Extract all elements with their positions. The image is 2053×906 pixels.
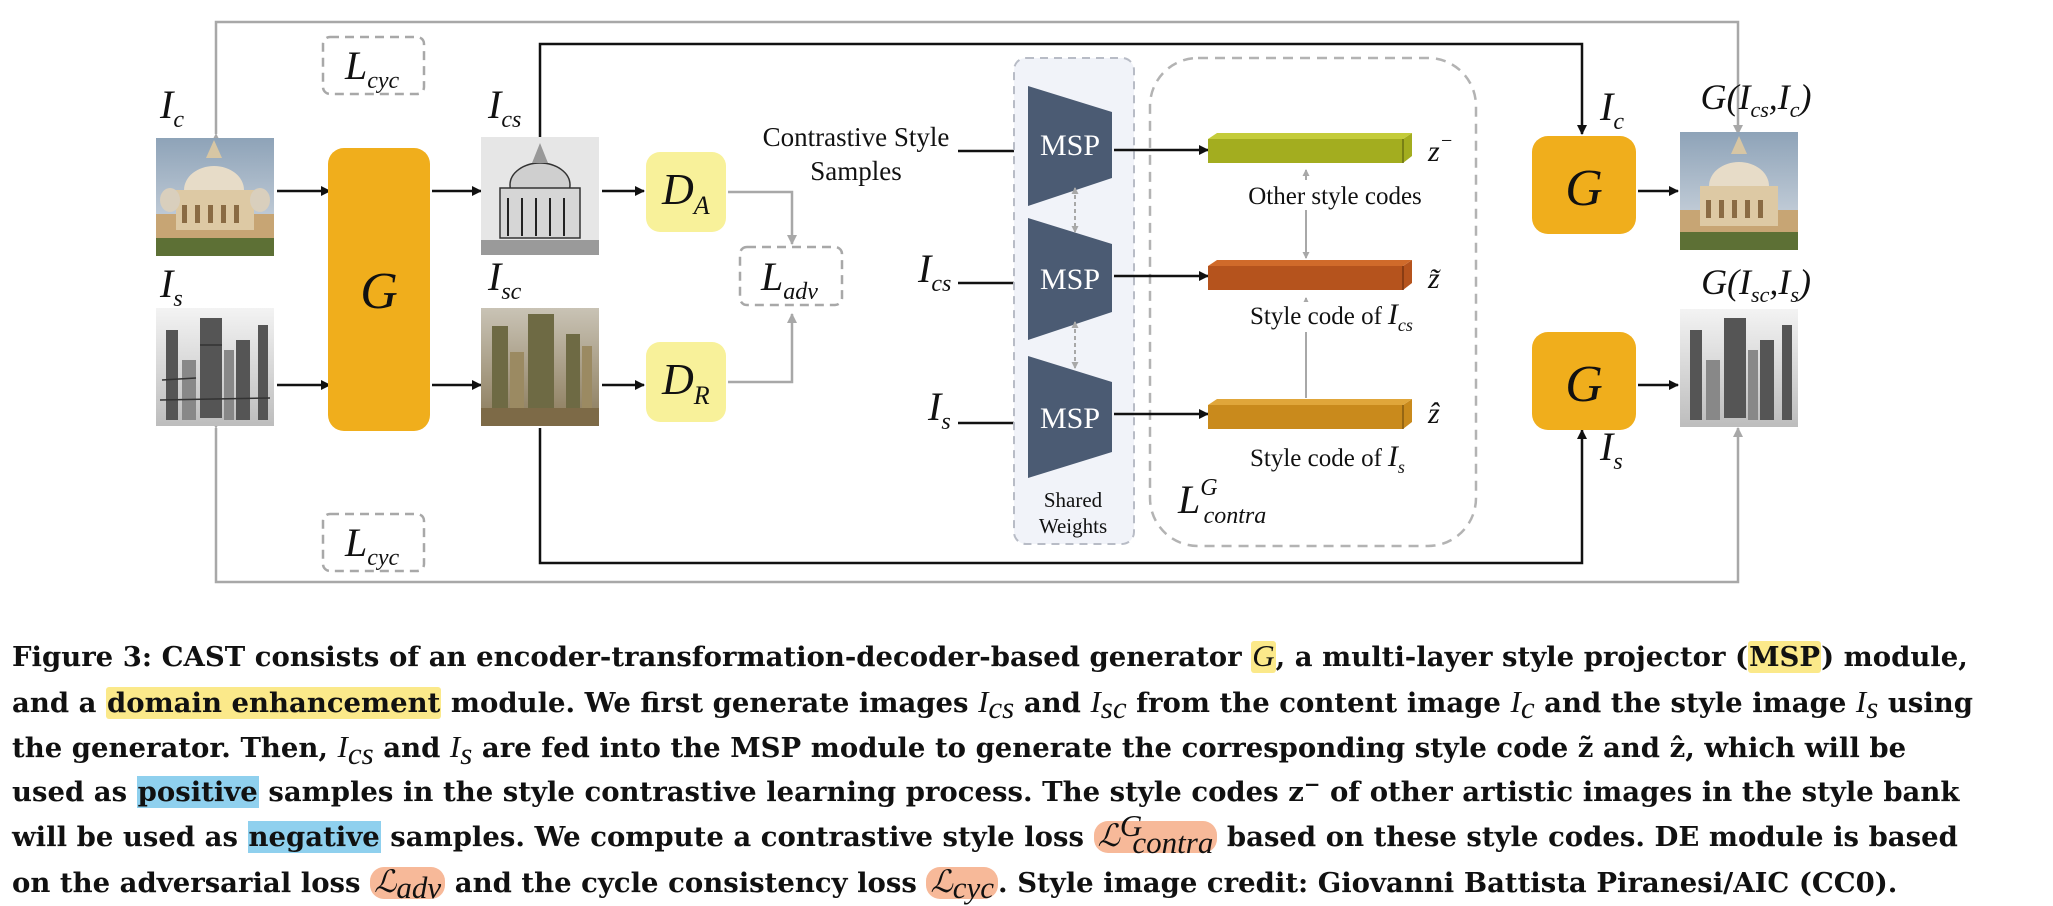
msp-ics-label: Ics xyxy=(917,246,951,297)
caption-line-4: used as positive samples in the style co… xyxy=(12,771,1960,808)
output-top-label: G(Ics,Ic) xyxy=(1700,77,1811,122)
l-contra-letter: L xyxy=(1177,477,1200,522)
cast-architecture-diagram: Lcyc Lcyc Ic Is G Ics Isc xyxy=(156,20,1812,584)
shared-weights-line2: Weights xyxy=(1039,514,1107,538)
svg-text:Lcyc: Lcyc xyxy=(344,520,400,571)
is-style-code-bar xyxy=(1208,399,1412,429)
right-ic-label: Ic xyxy=(1599,84,1624,135)
msp-block-1: MSP xyxy=(1028,86,1112,206)
ics-label: Ics xyxy=(487,82,521,133)
generator-block: G xyxy=(328,148,430,431)
isc-image xyxy=(481,308,599,426)
l-cyc-bottom-letter: L xyxy=(344,520,367,565)
highlight-domain-enhancement: domain enhancement xyxy=(106,686,442,719)
content-image xyxy=(156,138,274,256)
l-contra-superscript: G xyxy=(1200,475,1217,501)
generator-block-top: G xyxy=(1532,136,1636,234)
isc-label: Isc xyxy=(487,254,522,305)
bypass-loop-lines xyxy=(538,42,1587,565)
other-style-code-bar xyxy=(1208,133,1412,163)
l-cyc-bottom-box: Lcyc xyxy=(321,512,426,573)
highlight-positive: positive xyxy=(136,775,259,808)
da-subscript: A xyxy=(692,191,710,220)
highlight-generator: G xyxy=(1251,638,1276,673)
msp-block-2: MSP xyxy=(1028,218,1112,340)
cycle-loop-lines xyxy=(211,20,1743,584)
svg-text:DA: DA xyxy=(661,165,710,220)
l-cyc-top-box: Lcyc xyxy=(321,35,426,96)
z-tilde-symbol: z̃ xyxy=(1427,262,1441,295)
input-style-label: Is xyxy=(159,261,183,312)
generator-block-bottom: G xyxy=(1532,332,1636,430)
dr-letter: D xyxy=(661,355,694,404)
svg-text:DR: DR xyxy=(661,355,710,410)
svg-text:MSP: MSP xyxy=(1040,129,1100,162)
svg-text:Ladv: Ladv xyxy=(760,254,818,305)
shared-weights-line1: Shared xyxy=(1044,488,1103,512)
input-content-label: Ic xyxy=(159,82,184,133)
ics-style-code-bar xyxy=(1208,260,1412,290)
svg-text:Lcyc: Lcyc xyxy=(344,43,400,94)
other-style-codes-label: Other style codes xyxy=(1248,183,1422,210)
l-cyc-top-letter: L xyxy=(344,43,367,88)
highlight-l-contra: ℒGcontra xyxy=(1093,810,1218,858)
da-letter: D xyxy=(661,165,694,214)
msp-is-label: Is xyxy=(927,384,951,435)
discriminator-a-block: DA xyxy=(646,152,726,232)
msp-block-3: MSP xyxy=(1028,356,1112,478)
z-minus-symbol: z− xyxy=(1427,130,1453,168)
highlight-l-cyc: ℒcyc xyxy=(926,864,999,903)
ics-image xyxy=(481,137,599,255)
svg-text:G: G xyxy=(1565,356,1603,413)
right-is-label: Is xyxy=(1599,424,1623,475)
generator-label: G xyxy=(360,263,398,320)
output-content-image xyxy=(1680,132,1798,250)
highlight-negative: negative xyxy=(247,821,381,854)
l-contra-subscript: contra xyxy=(1204,503,1267,529)
contrastive-samples-line2: Samples xyxy=(810,156,902,186)
l-adv-letter: L xyxy=(760,254,783,299)
caption-line-2: and a domain enhancement module. We firs… xyxy=(12,683,1974,726)
discriminator-r-block: DR xyxy=(646,342,726,422)
caption-line-6: on the adversarial loss ℒadv and the cyc… xyxy=(12,863,1898,906)
figure-caption: Figure 3: CAST consists of an encoder-tr… xyxy=(12,634,2042,906)
output-bottom-label: G(Isc,Is) xyxy=(1701,262,1811,307)
l-cyc-bottom-subscript: cyc xyxy=(367,545,399,571)
output-style-image xyxy=(1680,309,1798,427)
highlight-msp: MSP xyxy=(1748,641,1822,673)
l-cyc-top-subscript: cyc xyxy=(367,68,399,94)
svg-text:LGcontra: LGcontra xyxy=(1177,475,1266,529)
adv-loss-lines xyxy=(728,190,797,384)
z-hat-symbol: ẑ xyxy=(1427,397,1440,430)
contrastive-samples-line1: Contrastive Style xyxy=(763,122,950,152)
svg-text:G: G xyxy=(1565,160,1603,217)
l-adv-subscript: adv xyxy=(783,279,818,305)
svg-text:MSP: MSP xyxy=(1040,402,1100,435)
highlight-l-adv: ℒadv xyxy=(370,864,446,903)
svg-text:MSP: MSP xyxy=(1040,263,1100,296)
caption-line-5: will be used as negative samples. We com… xyxy=(12,808,1958,860)
l-adv-box: Ladv xyxy=(738,245,844,307)
dr-subscript: R xyxy=(693,381,710,410)
style-image xyxy=(156,308,274,426)
caption-line-1: Figure 3: CAST consists of an encoder-tr… xyxy=(12,638,1968,673)
caption-line-3: the generator. Then, Ics and Is are fed … xyxy=(12,729,1907,771)
